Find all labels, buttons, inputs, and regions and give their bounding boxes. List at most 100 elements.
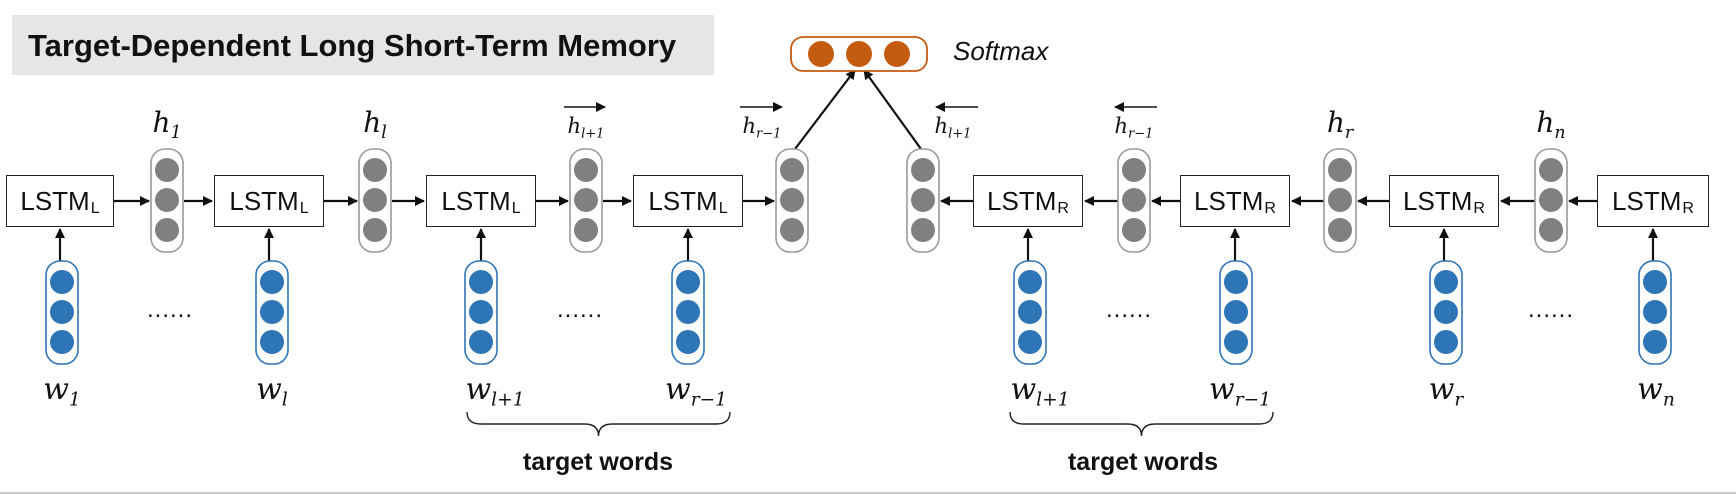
lstm-sub: R: [1264, 200, 1276, 217]
embedding-capsule: [1219, 260, 1253, 365]
hidden-state-capsule: [1534, 148, 1568, 253]
embedding-capsule: [464, 260, 498, 365]
neuron: [780, 218, 804, 242]
neuron: [155, 158, 179, 182]
neuron: [50, 300, 74, 324]
neuron: [1434, 300, 1458, 324]
embedding-capsule: [255, 260, 289, 365]
hidden-state-capsule: [1117, 148, 1151, 253]
diagram-title: Target-Dependent Long Short-Term Memory: [28, 28, 677, 63]
neuron: [676, 300, 700, 324]
bottom-rule: [0, 492, 1736, 494]
neuron: [155, 218, 179, 242]
neuron: [260, 330, 284, 354]
ellipsis: ......: [146, 296, 194, 323]
softmax-label: Softmax: [953, 36, 1049, 66]
neuron: [363, 158, 387, 182]
neuron: [469, 300, 493, 324]
lstm-label: LSTM: [229, 185, 299, 216]
neuron: [1539, 188, 1563, 212]
neuron: [911, 188, 935, 212]
lstm-sub: L: [299, 200, 309, 217]
neuron: [1643, 270, 1667, 294]
neuron: [469, 270, 493, 294]
neuron: [676, 330, 700, 354]
neuron: [911, 158, 935, 182]
neuron: [1328, 218, 1352, 242]
word-label-wr1-right: wr−1: [1209, 372, 1271, 411]
hidden-label-hn: hn: [1536, 106, 1566, 144]
neuron: [1434, 330, 1458, 354]
neuron: [1643, 300, 1667, 324]
lstm-sub: R: [1057, 200, 1069, 217]
target-words-label-left: target words: [522, 448, 674, 476]
hidden-state-capsule: [906, 148, 940, 253]
lstm-sub: R: [1473, 200, 1485, 217]
lstm-sub: L: [511, 200, 521, 217]
neuron: [1122, 218, 1146, 242]
neuron: [1018, 330, 1042, 354]
neuron: [260, 270, 284, 294]
neuron: [1539, 158, 1563, 182]
neuron: [469, 330, 493, 354]
neuron: [780, 158, 804, 182]
hidden-state-capsule: [150, 148, 184, 253]
neuron: [1122, 188, 1146, 212]
lstm-label: LSTM: [1403, 185, 1473, 216]
hidden-label-hr1-backward: hr−1: [1114, 114, 1154, 142]
word-label-wr1-left: wr−1: [665, 372, 727, 411]
hidden-label-hl1-forward: hl+1: [567, 114, 605, 142]
hidden-state-capsule: [775, 148, 809, 253]
lstm-sub: R: [1682, 200, 1694, 217]
target-brace-left: [466, 411, 731, 437]
embedding-capsule: [1429, 260, 1463, 365]
word-label-wl1-right: wl+1: [1010, 372, 1070, 411]
neuron: [1328, 158, 1352, 182]
neuron: [1328, 188, 1352, 212]
embedding-capsule: [1013, 260, 1047, 365]
neuron: [1224, 270, 1248, 294]
arrow: [794, 69, 856, 150]
neuron: [363, 218, 387, 242]
neuron: [1224, 300, 1248, 324]
neuron: [780, 188, 804, 212]
neuron: [808, 41, 834, 67]
word-label-wl1-left: wl+1: [465, 372, 525, 411]
embedding-capsule: [671, 260, 705, 365]
hidden-label-hr: hr: [1326, 106, 1354, 144]
lstm-sub: L: [718, 200, 728, 217]
hidden-state-capsule: [1323, 148, 1357, 253]
word-label-wn: wn: [1637, 372, 1675, 411]
neuron: [846, 41, 872, 67]
neuron: [911, 218, 935, 242]
lstm-sub: L: [90, 200, 100, 217]
hidden-state-capsule: [569, 148, 603, 253]
neuron: [1224, 330, 1248, 354]
embedding-capsule: [1638, 260, 1672, 365]
word-label-wl: wl: [256, 372, 288, 411]
neuron: [574, 158, 598, 182]
target-brace-right: [1009, 411, 1274, 437]
ellipsis: ......: [1105, 296, 1153, 323]
ellipsis: ......: [1527, 296, 1575, 323]
arrow: [863, 69, 922, 150]
neuron: [1122, 158, 1146, 182]
hidden-label-hl1-backward: hl+1: [934, 114, 972, 142]
lstm-label: LSTM: [441, 185, 511, 216]
lstm-label: LSTM: [1194, 185, 1264, 216]
hidden-label-hr1-forward: hr−1: [742, 114, 782, 142]
word-label-wr: wr: [1428, 372, 1464, 411]
neuron: [884, 41, 910, 67]
neuron: [1539, 218, 1563, 242]
neuron: [1643, 330, 1667, 354]
neuron: [1434, 270, 1458, 294]
